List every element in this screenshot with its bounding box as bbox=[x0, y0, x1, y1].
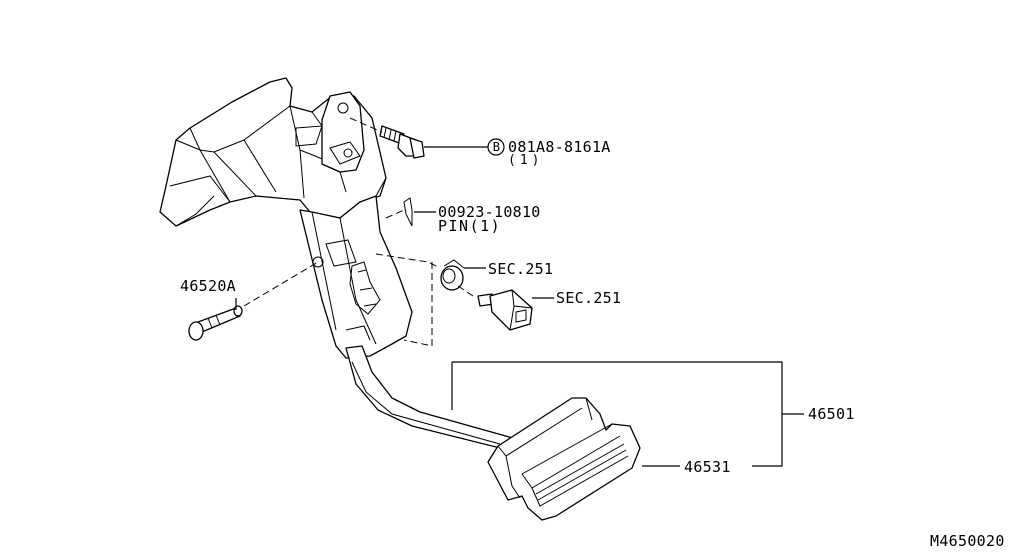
diagram-code: M4650020 bbox=[930, 532, 1005, 550]
stop-lamp-switch bbox=[477, 289, 533, 331]
bracket-b-marker bbox=[487, 138, 505, 156]
pin bbox=[403, 197, 413, 227]
pedal-pad bbox=[487, 397, 641, 521]
bushing bbox=[440, 259, 465, 291]
pin-description: PIN(1) bbox=[438, 217, 502, 235]
section-ref-upper: SEC.251 bbox=[488, 260, 554, 278]
pedal-bracket bbox=[159, 77, 387, 227]
pivot-bolt-part-number: 46520A bbox=[180, 277, 236, 295]
leader-lines bbox=[235, 138, 804, 467]
assembly-guides bbox=[243, 117, 477, 347]
bolt-callout-marker: B bbox=[492, 140, 501, 154]
pivot-bolt bbox=[188, 305, 243, 341]
flange-bolt bbox=[379, 125, 425, 159]
pedal-assembly-part-number: 46501 bbox=[808, 405, 855, 423]
bolt-part-number: 081A8-8161A bbox=[508, 138, 611, 156]
pin-part-number: 00923-10810 bbox=[438, 203, 541, 221]
pedal-arm bbox=[299, 177, 521, 453]
bolt-quantity: (1) bbox=[508, 153, 544, 168]
section-ref-lower: SEC.251 bbox=[556, 289, 622, 307]
pedal-pad-part-number: 46531 bbox=[684, 458, 731, 476]
